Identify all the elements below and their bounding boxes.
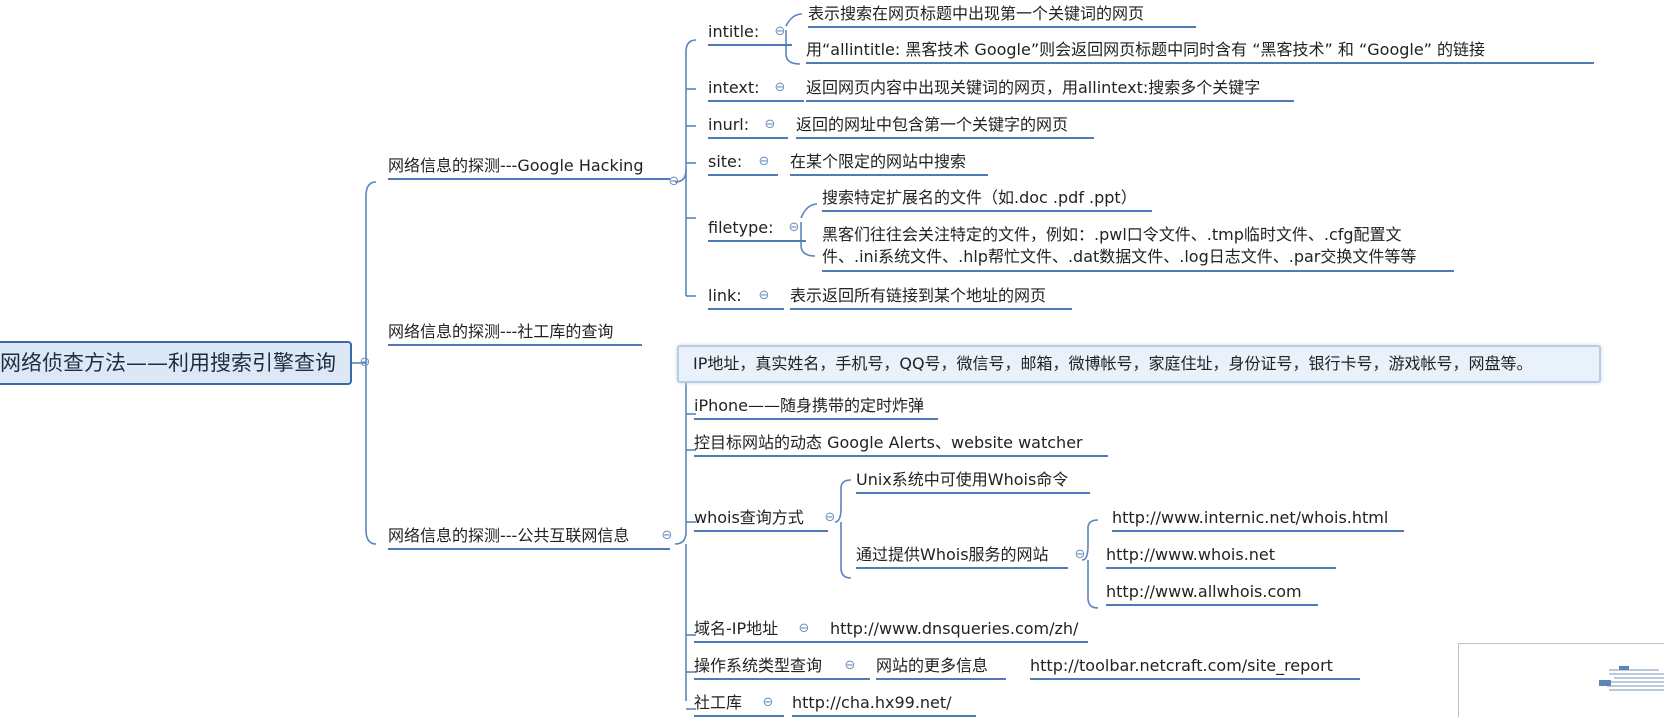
node-site[interactable]: site:: [708, 152, 778, 176]
node-whois-sites[interactable]: 通过提供Whois服务的网站: [856, 545, 1068, 569]
node-filetype-examples[interactable]: 黑客们往往会关注特定的文件，例如：.pwl口令文件、.tmp临时文件、.cfg配…: [822, 224, 1454, 272]
branch-social-db[interactable]: 网络信息的探测---社工库的查询: [388, 322, 642, 346]
link-hx99[interactable]: http://cha.hx99.net/: [792, 693, 976, 717]
collapse-icon[interactable]: ⊖: [774, 24, 786, 39]
node-inurl-desc[interactable]: 返回的网址中包含第一个关键字的网页: [796, 115, 1094, 139]
node-intext[interactable]: intext:: [708, 78, 804, 102]
link-netcraft[interactable]: http://toolbar.netcraft.com/site_report: [1030, 656, 1360, 680]
root-topic-label: 网络侦查方法——利用搜索引擎查询: [0, 351, 336, 375]
node-filetype-desc[interactable]: 搜索特定扩展名的文件（如.doc .pdf .ppt）: [822, 188, 1152, 212]
node-iphone[interactable]: iPhone——随身携带的定时炸弹: [694, 396, 938, 420]
collapse-icon[interactable]: ⊖: [762, 695, 774, 710]
link-allwhois[interactable]: http://www.allwhois.com: [1106, 582, 1318, 606]
node-link-desc[interactable]: 表示返回所有链接到某个地址的网页: [790, 286, 1072, 310]
branch-google-hacking[interactable]: 网络信息的探测---Google Hacking: [388, 156, 670, 180]
collapse-icon[interactable]: ⊖: [788, 220, 800, 235]
collapse-icon[interactable]: ⊖: [774, 80, 786, 95]
link-whois-net[interactable]: http://www.whois.net: [1106, 545, 1336, 569]
link-internic[interactable]: http://www.internic.net/whois.html: [1112, 508, 1404, 532]
collapse-icon[interactable]: ⊖: [1074, 547, 1086, 562]
collapse-icon[interactable]: ⊖: [798, 621, 810, 636]
overview-minimap[interactable]: [1458, 643, 1664, 717]
collapse-icon[interactable]: ⊖: [661, 528, 673, 543]
collapse-icon[interactable]: ⊖: [824, 510, 836, 525]
node-allintitle-desc[interactable]: 用“allintitle: 黑客技术 Google”则会返回网页标题中同时含有 …: [806, 40, 1594, 64]
node-link[interactable]: link:: [708, 286, 784, 310]
node-personal-info-highlight[interactable]: IP地址，真实姓名，手机号，QQ号，微信号，邮箱，微博帐号，家庭住址，身份证号，…: [677, 345, 1601, 383]
collapse-icon[interactable]: ⊖: [758, 154, 770, 169]
node-intitle[interactable]: intitle:: [708, 22, 792, 46]
node-site-more-info: 网站的更多信息: [876, 656, 1006, 680]
node-monitor[interactable]: 控目标网站的动态 Google Alerts、website watcher: [694, 433, 1108, 457]
node-filetype[interactable]: filetype:: [708, 218, 806, 242]
collapse-icon[interactable]: ⊖: [844, 658, 856, 673]
node-whois[interactable]: whois查询方式: [694, 508, 828, 532]
node-domain-ip[interactable]: 域名-IP地址: [694, 619, 844, 643]
minimap-thumbnail: [1599, 666, 1664, 691]
collapse-icon[interactable]: ⊖: [668, 174, 680, 189]
root-topic[interactable]: 网络侦查方法——利用搜索引擎查询: [0, 341, 352, 385]
link-dnsqueries[interactable]: http://www.dnsqueries.com/zh/: [830, 619, 1088, 643]
node-whois-unix[interactable]: Unix系统中可使用Whois命令: [856, 470, 1090, 494]
collapse-icon[interactable]: ⊖: [758, 288, 770, 303]
collapse-icon[interactable]: ⊖: [359, 355, 371, 370]
node-intitle-desc[interactable]: 表示搜索在网页标题中出现第一个关键词的网页: [808, 4, 1196, 28]
node-intext-desc[interactable]: 返回网页内容中出现关键词的网页，用allintext:搜索多个关键字: [806, 78, 1294, 102]
branch-public-info[interactable]: 网络信息的探测---公共互联网信息: [388, 526, 670, 550]
node-os-query[interactable]: 操作系统类型查询: [694, 656, 870, 680]
node-social-db[interactable]: 社工库: [694, 693, 784, 717]
collapse-icon[interactable]: ⊖: [764, 117, 776, 132]
node-personal-info-label: IP地址，真实姓名，手机号，QQ号，微信号，邮箱，微博帐号，家庭住址，身份证号，…: [693, 354, 1533, 373]
node-site-desc[interactable]: 在某个限定的网站中搜索: [790, 152, 988, 176]
node-inurl[interactable]: inurl:: [708, 115, 788, 139]
